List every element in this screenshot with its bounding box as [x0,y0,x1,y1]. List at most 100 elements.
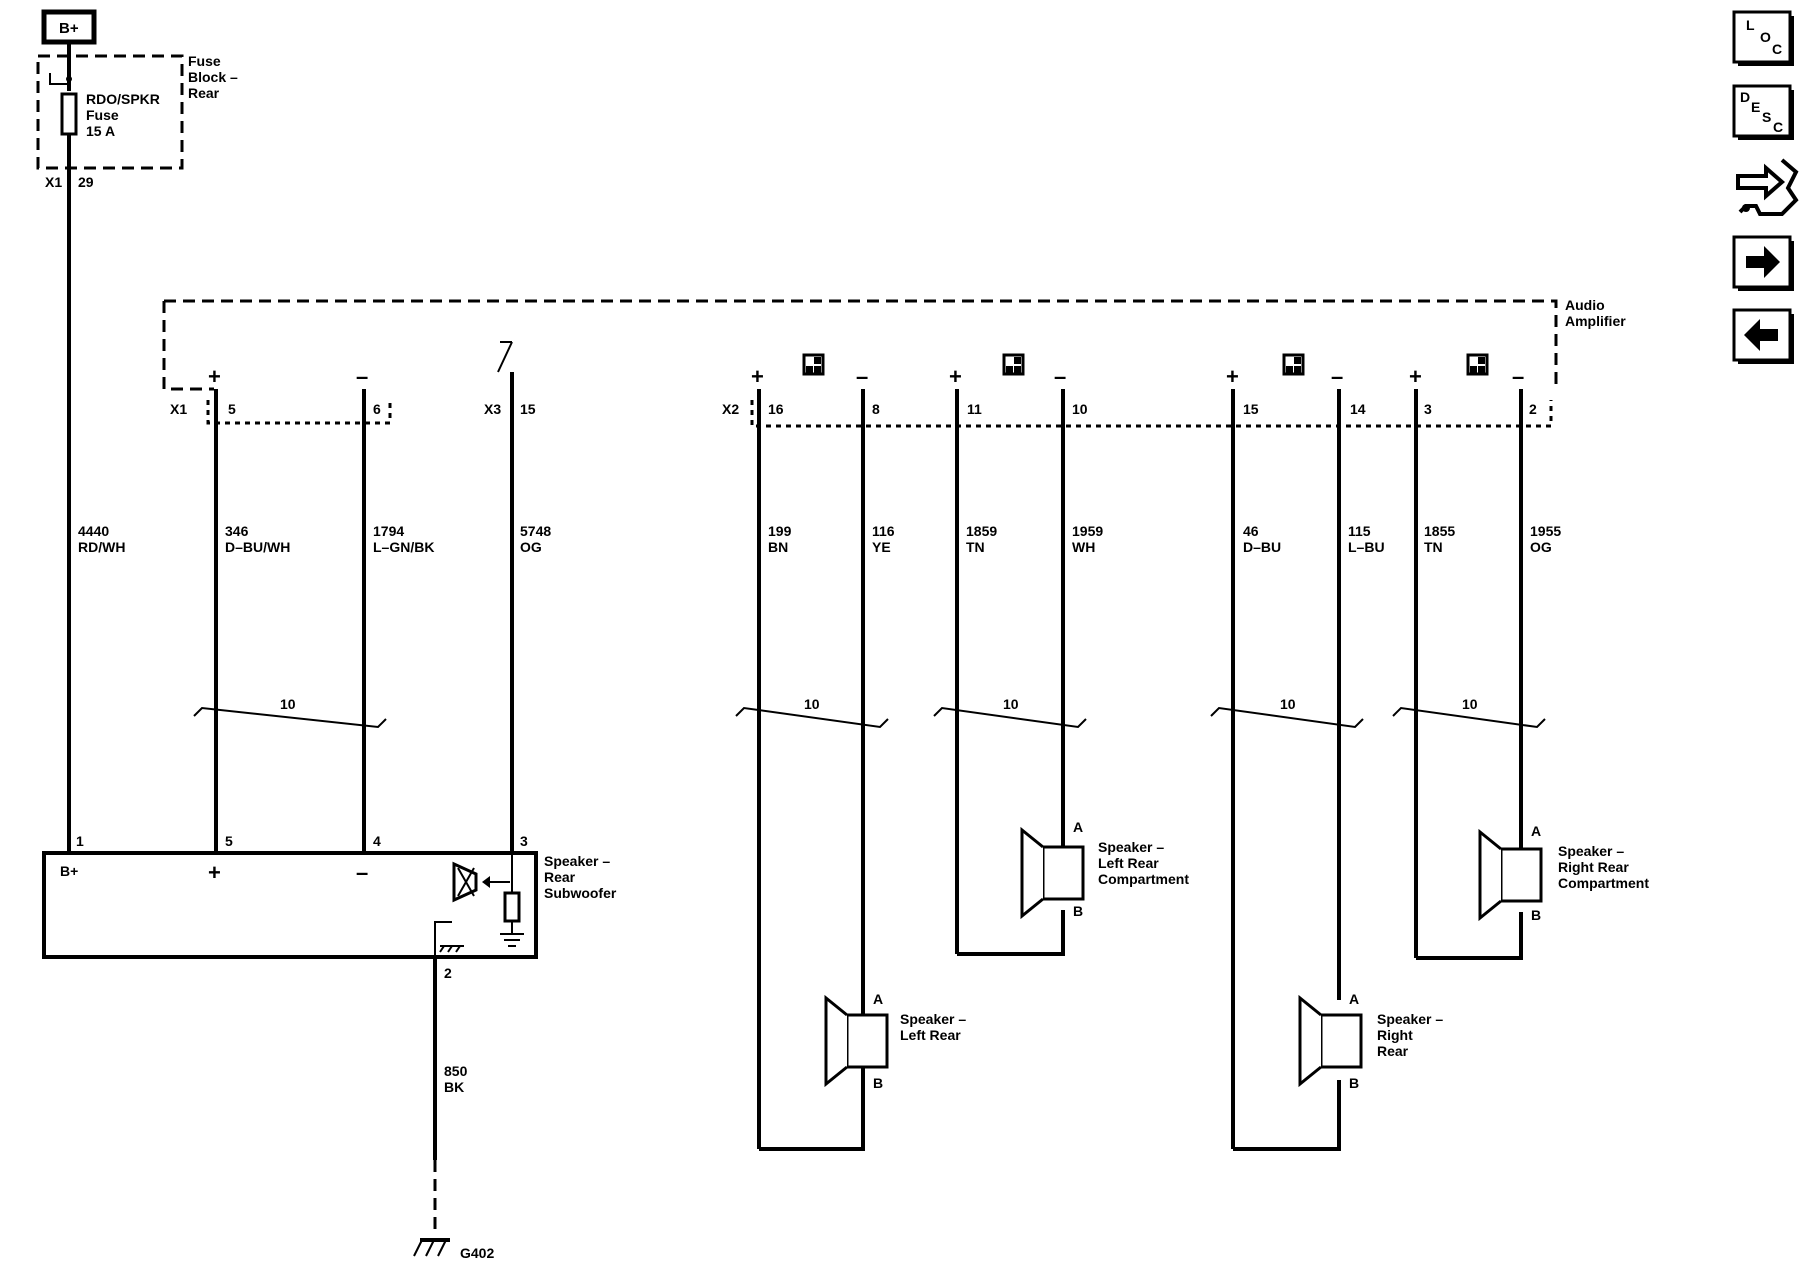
svg-text:–: – [356,364,368,389]
wire-color-label: YE [872,539,891,555]
svg-text:Compartment: Compartment [1098,871,1189,887]
amplifier-label: Audio [1565,297,1605,313]
pin-label: 11 [967,401,982,417]
svg-text:10: 10 [1003,696,1019,712]
resistor-icon [500,853,524,947]
svg-text:Compartment: Compartment [1558,875,1649,891]
arrow-left-icon [1744,319,1778,351]
svg-text:+: + [751,364,764,389]
pin-label: 15 [1243,401,1259,417]
svg-text:+: + [1226,364,1239,389]
svg-text:Fuse: Fuse [86,107,119,123]
amplifier-channel-icon [1002,353,1025,376]
pin-label: A [1531,823,1541,839]
arrow-left-button[interactable] [1732,308,1794,364]
speaker-label: Speaker – [1377,1011,1443,1027]
speaker-left-rear: A B Speaker – Left Rear [824,991,966,1091]
svg-text:Rear: Rear [188,85,220,101]
wire-circuit-label: 5748 [520,523,551,539]
wire-color-label: L–GN/BK [373,539,434,555]
twisted-pair-marker: 10 [1210,696,1364,729]
wire-circuit-label: 115 [1348,523,1371,539]
wire-color-label: TN [966,539,985,555]
wire-circuit-label: 346 [225,523,249,539]
wire-color-label: OG [520,539,542,555]
wire-circuit-label: 1955 [1530,523,1561,539]
fuse-block: Fuse Block – Rear RDO/SPKR Fuse 15 A X1 … [36,42,238,190]
wire-color-label: BK [444,1079,464,1095]
pin-label: 2 [1529,401,1537,417]
pin-label: B [1349,1075,1359,1091]
svg-text:C: C [1772,41,1782,57]
wire-circuit-label: 199 [768,523,792,539]
svg-text:10: 10 [1462,696,1478,712]
pin-label: 3 [520,833,528,849]
wire-circuit-label: 850 [444,1063,468,1079]
svg-text:10: 10 [1280,696,1296,712]
svg-text:+: + [208,364,221,389]
arrow-right-icon [1746,246,1780,278]
nav-desc-button[interactable]: D E S C [1732,84,1794,140]
pin-label: B [873,1075,883,1091]
ground-icon [413,1238,450,1257]
svg-text:Left Rear: Left Rear [1098,855,1159,871]
amplifier-channel-icon [1466,353,1489,376]
svg-text:Right Rear: Right Rear [1558,859,1629,875]
svg-text:–: – [1512,364,1524,389]
svg-text:Subwoofer: Subwoofer [544,885,617,901]
amplifier-icon [452,861,510,903]
switch-icon [497,341,513,373]
connector-label: X1 [170,401,187,417]
speaker-label: Speaker – [1098,839,1164,855]
wire-circuit-label: 1794 [373,523,404,539]
svg-text:–: – [356,860,368,885]
wire-circuit-label: 46 [1243,523,1259,539]
svg-text:Block –: Block – [188,69,238,85]
wire-circuit-label: 1959 [1072,523,1103,539]
connector-label: X3 [484,401,501,417]
svg-text:L: L [1746,17,1755,33]
svg-text:+: + [949,364,962,389]
pin-label: A [1349,991,1359,1007]
ground-label: G402 [460,1245,494,1261]
wire-color-label: BN [768,539,788,555]
ground-wire: 850 BK G402 [413,957,494,1261]
speaker-left-rear-compartment: A B Speaker – Left Rear Compartment [1020,819,1189,920]
power-source: B+ [41,9,97,45]
svg-text:D: D [1740,89,1750,105]
pin-label: 16 [768,401,784,417]
wire-color-label: RD/WH [78,539,125,555]
pin-label: 3 [1424,401,1432,417]
connector-wrench-icon[interactable] [1736,158,1799,216]
svg-text:+: + [1409,364,1422,389]
svg-text:Amplifier: Amplifier [1565,313,1626,329]
fuse-element [60,92,78,136]
wires [67,168,1523,1151]
wire-color-label: OG [1530,539,1552,555]
amplifier-channel-icon [802,353,825,376]
speaker-label: Speaker – [900,1011,966,1027]
connector-label: X1 [45,174,62,190]
b-plus-label: B+ [60,863,78,879]
pin-label: 15 [520,401,536,417]
fuse-label: RDO/SPKR [86,91,160,107]
wire-circuit-label: 1855 [1424,523,1455,539]
wire-color-label: L–BU [1348,539,1385,555]
terminal-signs: + – + – + – + – + – [208,364,1524,389]
pin-label: 1 [76,833,84,849]
twisted-pair-marker: 10 [193,696,387,729]
svg-text:15 A: 15 A [86,123,115,139]
pin-label: 2 [444,965,452,981]
wire-labels: 4440 RD/WH 346 D–BU/WH 1794 L–GN/BK 5748… [78,523,1561,555]
twisted-pair-marker: 10 [735,696,889,729]
arrow-right-button[interactable] [1732,235,1794,291]
amplifier-channel-icon [1282,353,1305,376]
nav-loc-button[interactable]: L O C [1732,10,1794,66]
pin-label: A [1073,819,1083,835]
speaker-label: Speaker – [1558,843,1624,859]
svg-text:C: C [1773,119,1783,135]
pin-label: 6 [373,401,381,417]
wire-circuit-label: 4440 [78,523,109,539]
wire-color-label: D–BU/WH [225,539,290,555]
svg-text:S: S [1762,109,1771,125]
